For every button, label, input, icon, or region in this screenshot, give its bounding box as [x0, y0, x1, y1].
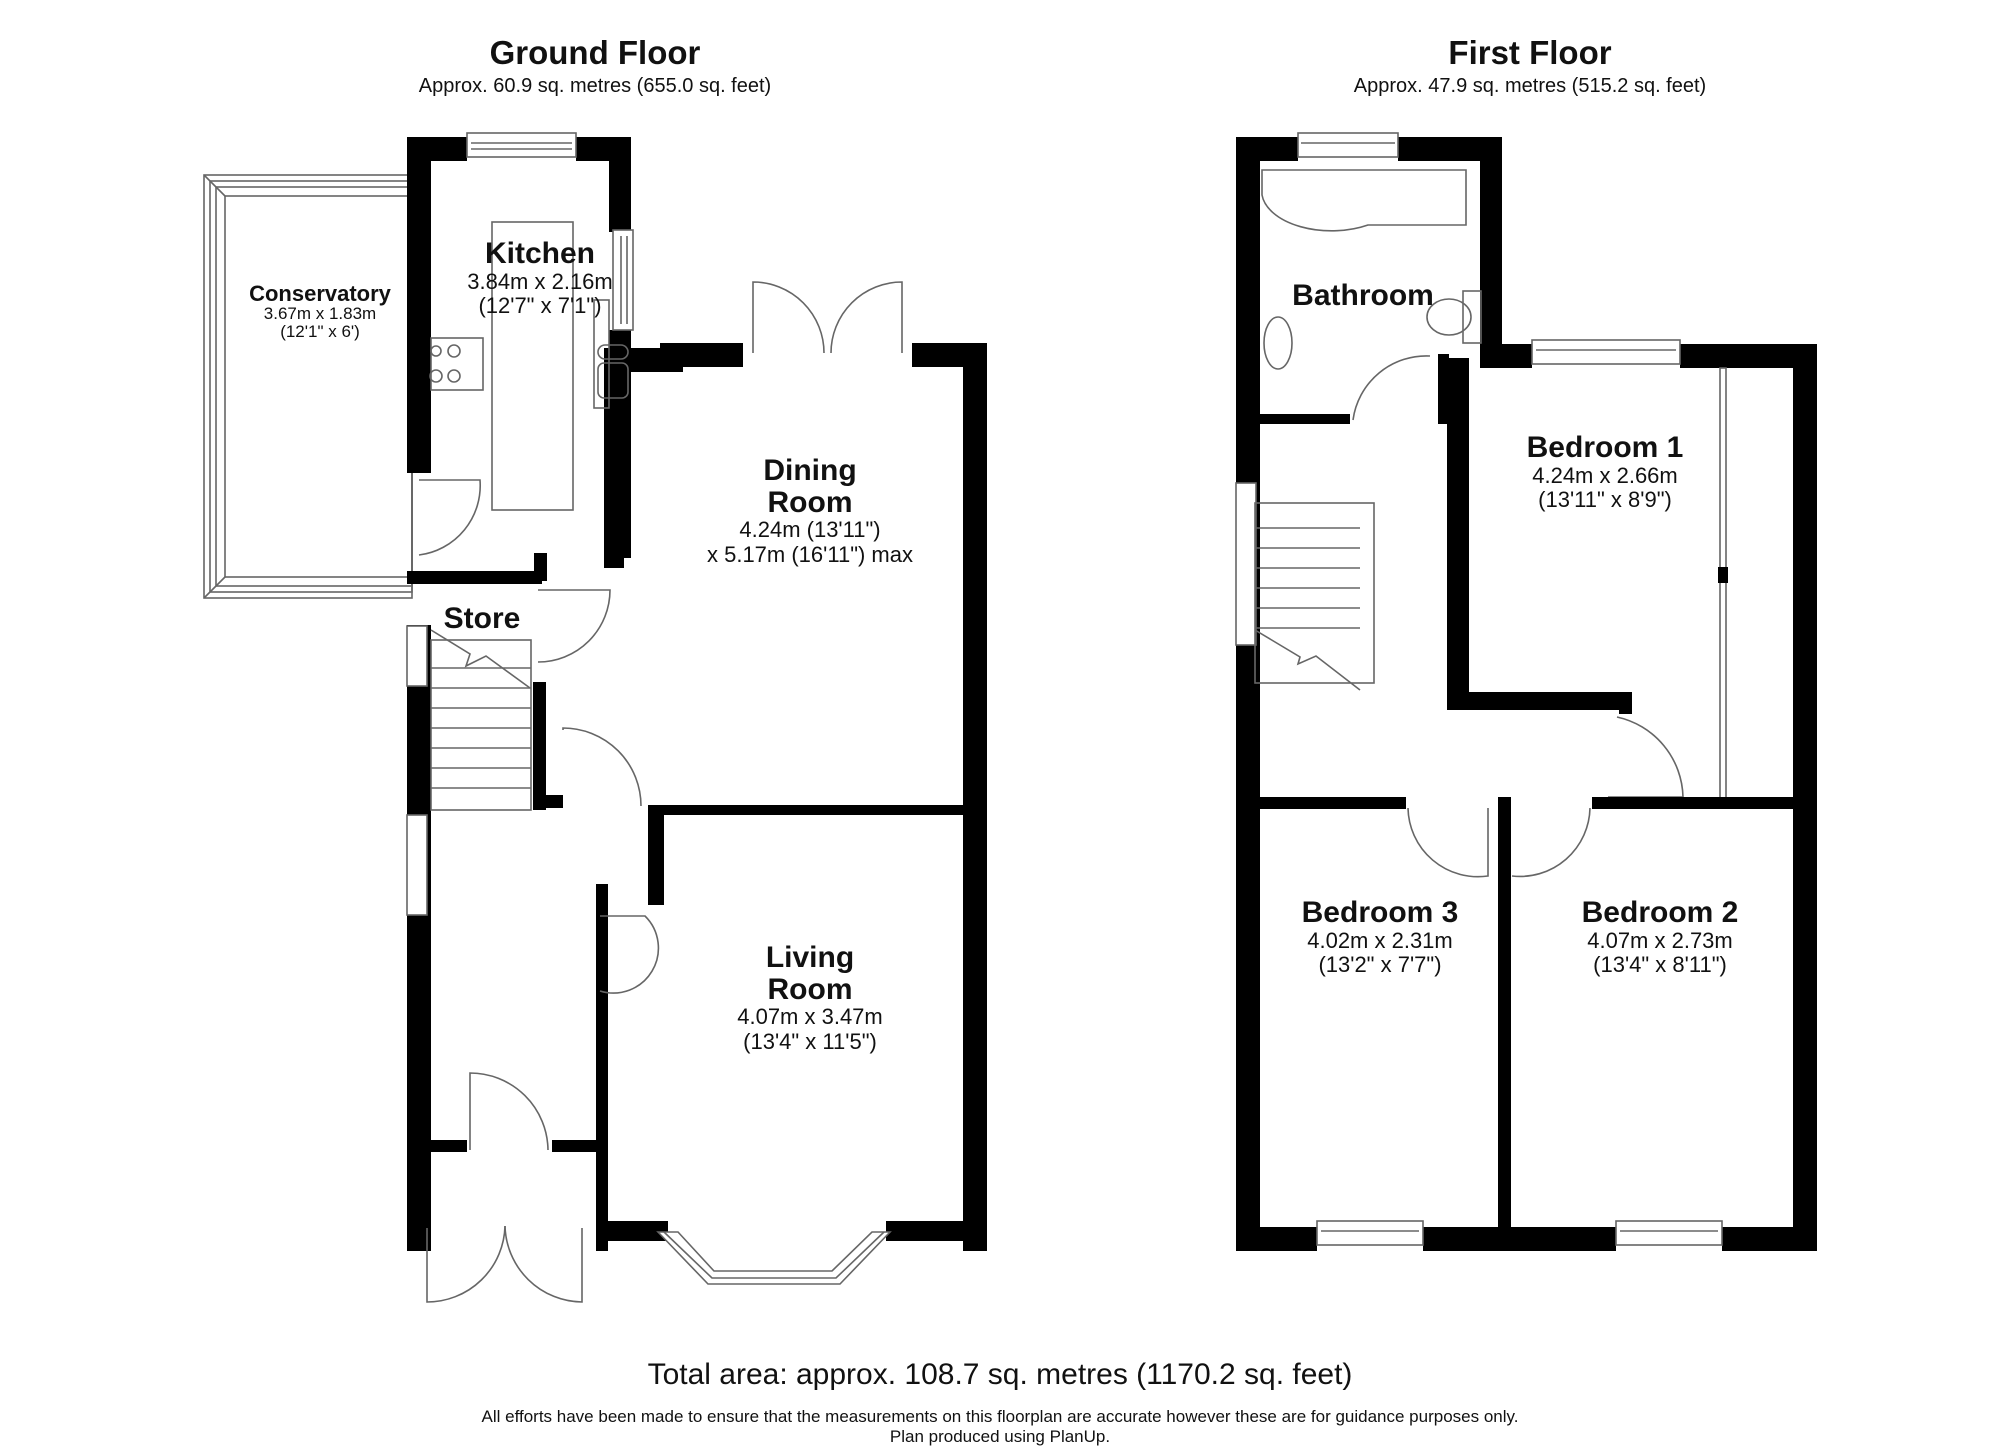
room-dim-metric: 4.24m x 2.66m — [1532, 462, 1678, 488]
room-name: Kitchen — [484, 237, 595, 270]
total-area: Total area: approx. 108.7 sq. metres (11… — [647, 1358, 1353, 1391]
first-floor-title: First Floor — [1448, 34, 1612, 71]
room-label-store: Store — [432, 603, 532, 635]
first-floor-area: Approx. 47.9 sq. metres (515.2 sq. feet) — [1353, 75, 1707, 97]
room-dim-metric: 4.02m x 2.31m — [1307, 927, 1453, 953]
room-dim-metric: 4.07m x 2.73m — [1587, 927, 1733, 953]
room-dim-metric: 3.67m x 1.83m — [263, 304, 377, 324]
room-dim-metric: 3.84m x 2.16m — [467, 268, 613, 294]
first-floor-plan — [1235, 132, 1817, 1251]
produced-by-text: Plan produced using PlanUp. — [889, 1427, 1111, 1446]
room-dim-imperial: (12'1" x 6') — [280, 321, 360, 341]
room-name: Bedroom 3 — [1301, 896, 1459, 929]
room-name-line-1: Dining — [763, 454, 857, 487]
room-dim-metric: 4.24m (13'11") — [739, 517, 881, 542]
disclaimer: All efforts have been made to ensure tha… — [0, 1407, 2000, 1447]
conservatory-frame — [203, 174, 413, 599]
room-label-bedroom-3: Bedroom 3 4.02m x 2.31m (13'2" x 7'7") — [1270, 897, 1490, 978]
room-name-line-2: Room — [767, 485, 853, 519]
ground-floor-plan — [203, 132, 987, 1303]
staircase-ground — [430, 629, 532, 811]
room-dim-imperial: (12'7" x 7'1") — [478, 293, 602, 319]
room-dim-imperial: (13'4" x 11'5") — [743, 1028, 877, 1054]
room-name-line-2: Room — [767, 972, 853, 1006]
room-name-line-1: Living — [765, 941, 855, 974]
disclaimer-text: All efforts have been made to ensure tha… — [481, 1407, 1519, 1426]
room-label-conservatory: Conservatory 3.67m x 1.83m (12'1" x 6') — [230, 282, 410, 341]
room-dim-metric: 4.07m x 3.47m — [737, 1004, 883, 1029]
room-name: Conservatory — [249, 281, 391, 306]
room-name: Bedroom 1 — [1526, 431, 1684, 464]
ground-floor-title: Ground Floor — [489, 34, 701, 71]
room-name: Bedroom 2 — [1581, 896, 1739, 929]
room-dim-imperial: (13'2" x 7'7") — [1318, 952, 1442, 978]
ground-floor-area: Approx. 60.9 sq. metres (655.0 sq. feet) — [418, 75, 772, 97]
room-label-bedroom-2: Bedroom 2 4.07m x 2.73m (13'4" x 8'11") — [1540, 897, 1780, 978]
room-name: Store — [443, 602, 521, 635]
room-dim-imperial: (13'11" x 8'9") — [1538, 487, 1672, 513]
room-label-kitchen: Kitchen 3.84m x 2.16m (12'7" x 7'1") — [440, 238, 640, 319]
room-dim-imperial: (13'4" x 8'11") — [1593, 952, 1727, 978]
room-label-living-room: Living Room 4.07m x 3.47m (13'4" x 11'5"… — [690, 942, 930, 1054]
room-label-bedroom-1: Bedroom 1 4.24m x 2.66m (13'11" x 8'9") — [1490, 432, 1720, 513]
room-dim-max: x 5.17m (16'11") max — [706, 541, 913, 567]
staircase-first — [1254, 502, 1375, 691]
bay-window — [656, 1231, 892, 1285]
room-name: Bathroom — [1292, 279, 1434, 312]
room-label-bathroom: Bathroom — [1278, 280, 1448, 312]
room-label-dining-room: Dining Room 4.24m (13'11") x 5.17m (16'1… — [680, 455, 940, 567]
